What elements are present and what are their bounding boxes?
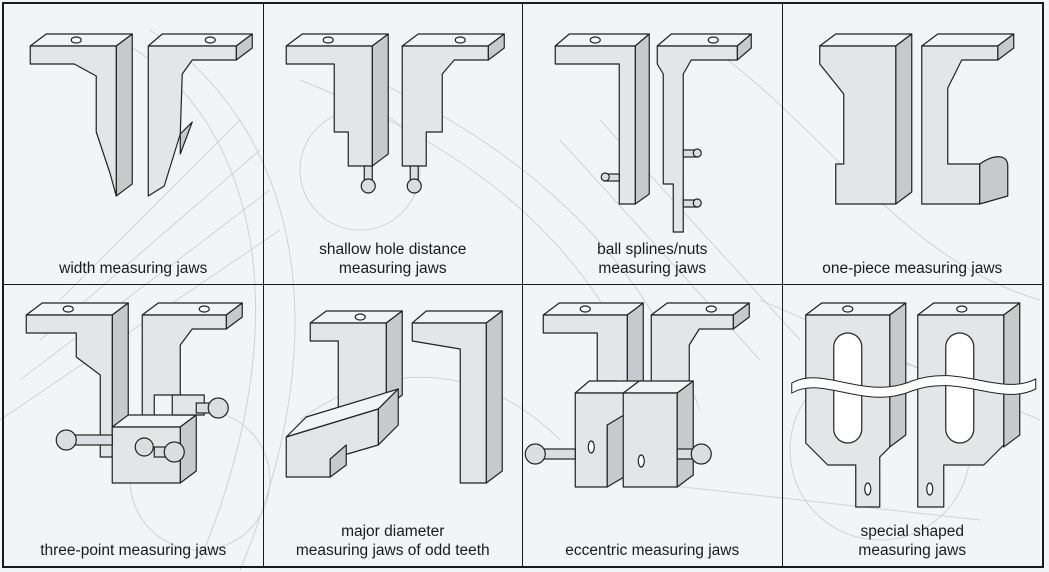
right-jaw bbox=[656, 33, 752, 233]
cell-shallow-hole-distance-measuring-jaws: shallow hole distance measuring jaws bbox=[263, 4, 523, 285]
three-point-jaws-illustration bbox=[25, 302, 243, 484]
right-jaw bbox=[411, 310, 503, 484]
caption: one-piece measuring jaws bbox=[822, 260, 1003, 277]
cell-eccentric-measuring-jaws: eccentric measuring jaws bbox=[523, 285, 783, 566]
right-jaw bbox=[401, 33, 505, 194]
one-piece-jaws-illustration bbox=[818, 33, 1014, 205]
width-measuring-jaws-illustration bbox=[29, 33, 253, 197]
shallow-hole-jaws-illustration bbox=[285, 33, 505, 194]
eccentric-jaws-illustration bbox=[524, 302, 750, 488]
right-jaw bbox=[920, 33, 1014, 205]
left-jaw bbox=[285, 310, 403, 478]
right-jaw bbox=[916, 302, 1020, 508]
cell-width-measuring-jaws: width measuring jaws bbox=[4, 4, 264, 285]
caption: ball splines/nuts measuring jaws bbox=[597, 241, 708, 277]
cell-one-piece-measuring-jaws: one-piece measuring jaws bbox=[782, 4, 1042, 285]
cell-ball-splines-nuts-measuring-jaws: ball splines/nuts measuring jaws bbox=[523, 4, 783, 285]
caption: shallow hole distance measuring jaws bbox=[319, 241, 467, 277]
caption: eccentric measuring jaws bbox=[565, 542, 740, 559]
special-shaped-jaws-illustration bbox=[790, 302, 1036, 508]
three-point-block bbox=[55, 394, 229, 484]
cell-special-shaped-measuring-jaws: special shaped measuring jaws bbox=[783, 285, 1043, 566]
caption: major diameter measuring jaws of odd tee… bbox=[295, 523, 490, 559]
major-diameter-jaws-illustration bbox=[285, 310, 503, 484]
ball-splines-jaws-illustration bbox=[554, 33, 752, 233]
cell-three-point-measuring-jaws: three-point measuring jaws bbox=[4, 285, 264, 566]
break-line bbox=[790, 375, 1036, 398]
caption: three-point measuring jaws bbox=[40, 542, 227, 559]
left-jaw bbox=[818, 33, 912, 205]
right-jaw bbox=[147, 33, 253, 197]
left-jaw bbox=[29, 33, 133, 197]
caption: special shaped measuring jaws bbox=[858, 523, 967, 559]
left-jaw bbox=[285, 33, 389, 194]
caption: width measuring jaws bbox=[59, 260, 208, 277]
right-jaw bbox=[622, 302, 750, 488]
left-jaw bbox=[554, 33, 650, 205]
cell-major-diameter-measuring-jaws-of-odd-teeth: major diameter measuring jaws of odd tee… bbox=[264, 285, 523, 566]
left-jaw bbox=[804, 302, 906, 508]
